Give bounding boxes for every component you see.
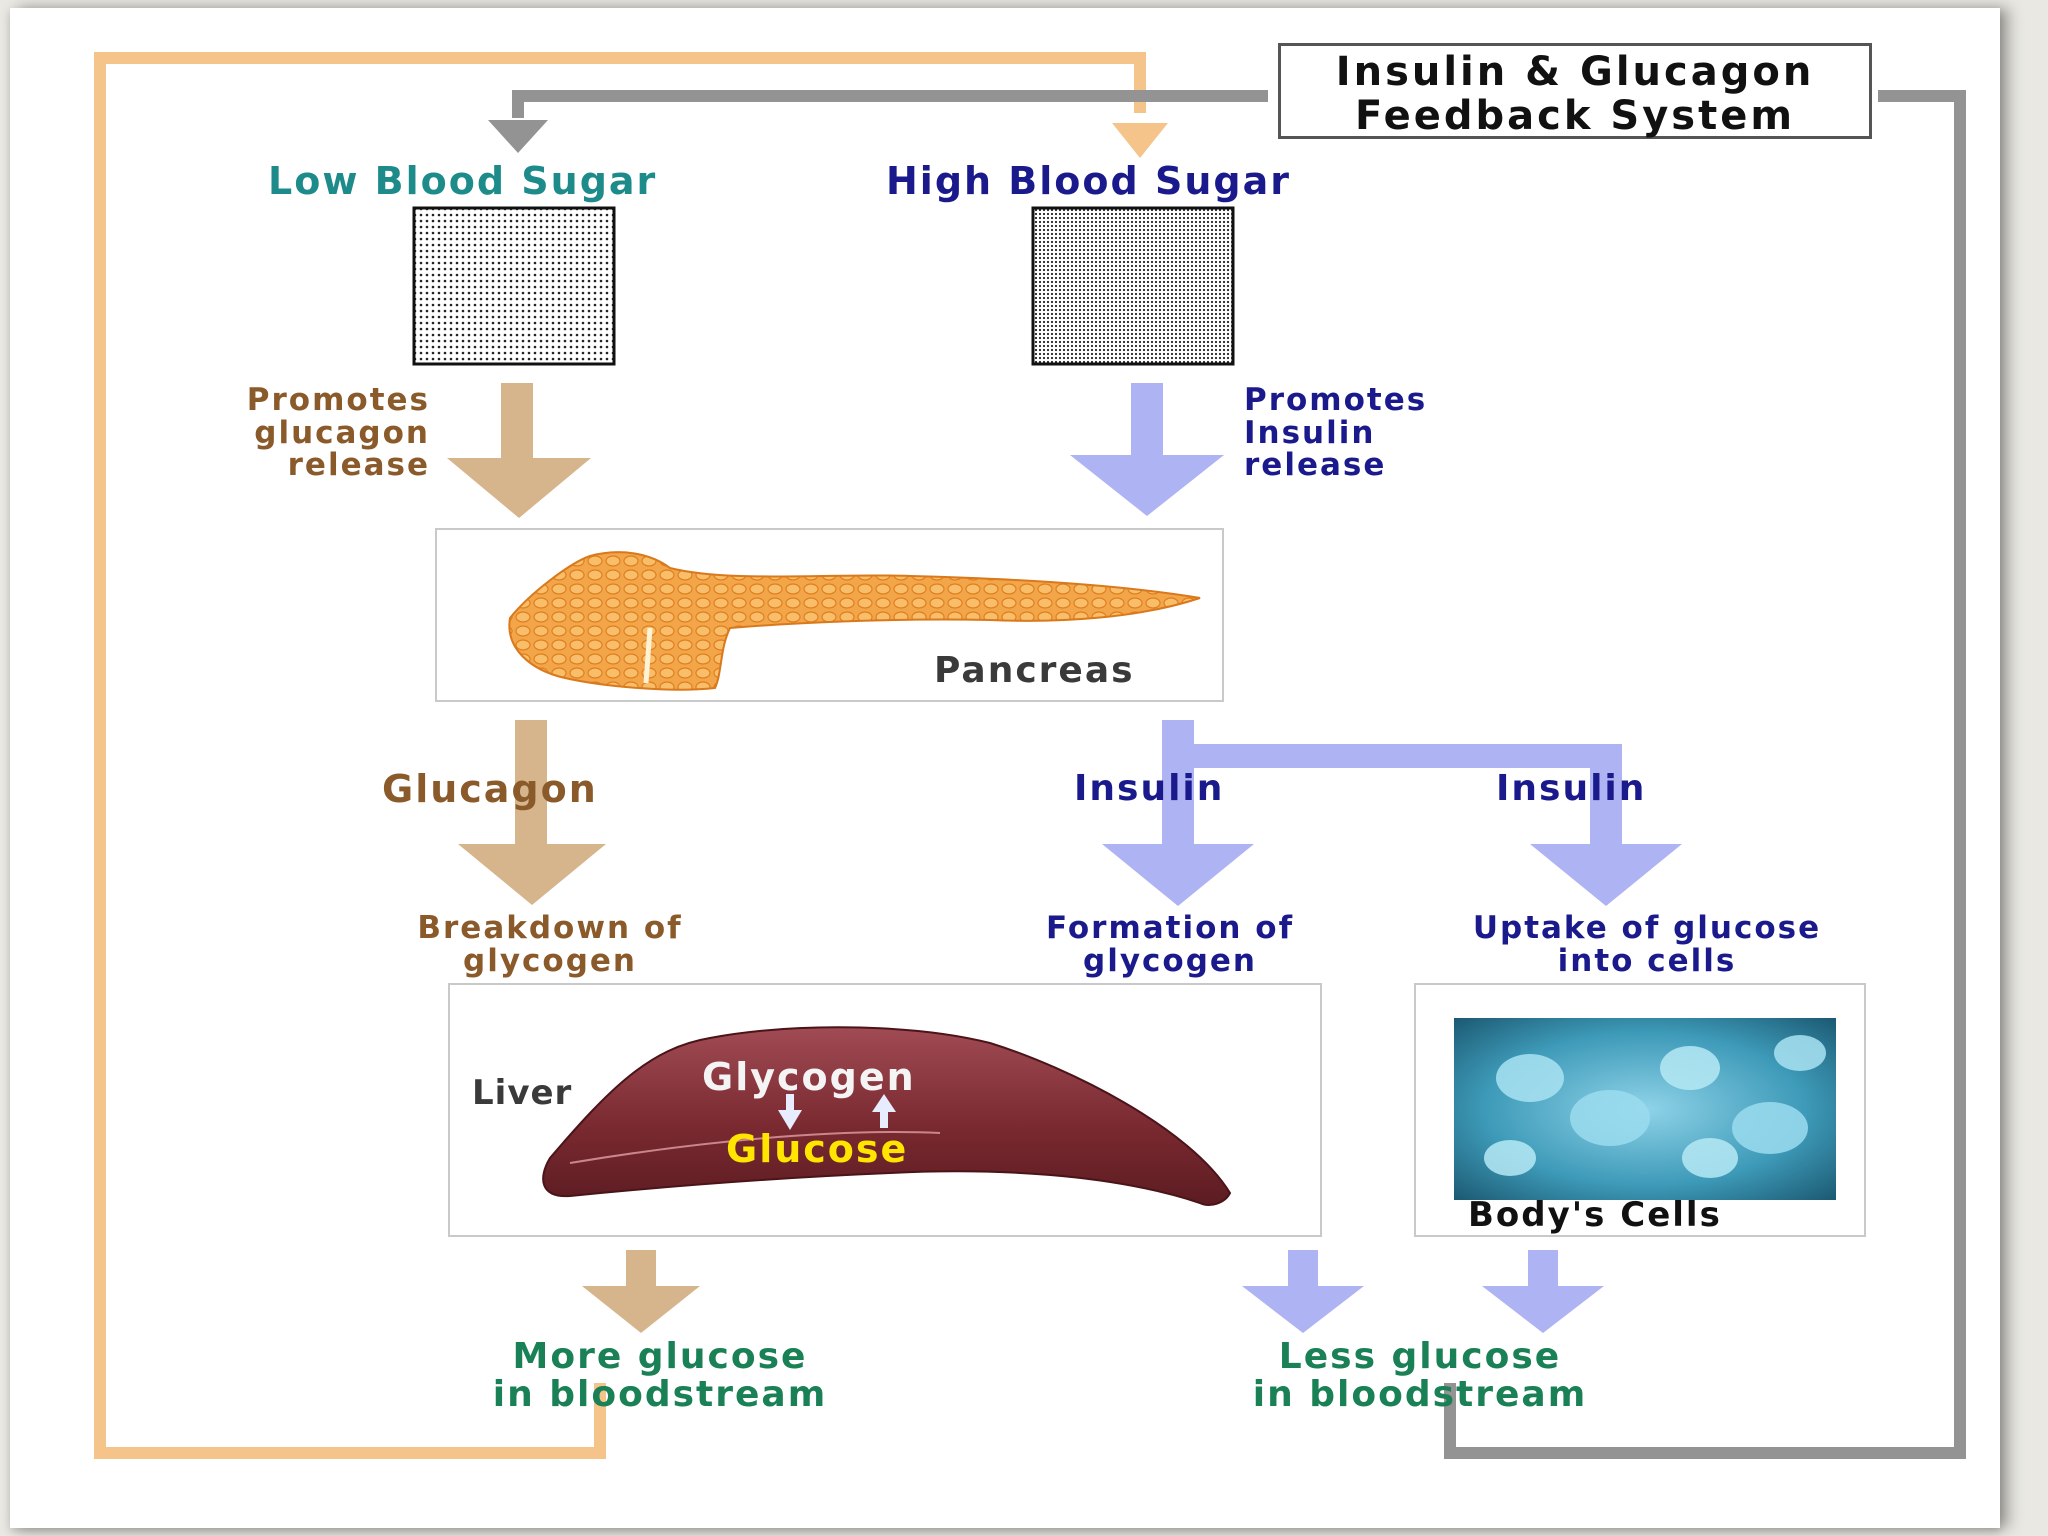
body-cells-illustration — [1454, 1018, 1836, 1200]
breakdown-line-2: glycogen — [463, 942, 637, 979]
glycogen-label: Glycogen — [702, 1055, 916, 1099]
formation-line-2: glycogen — [1083, 942, 1257, 979]
body-cells-label: Body's Cells — [1468, 1195, 1722, 1235]
more-glucose-label: More glucose in bloodstream — [410, 1338, 910, 1414]
pancreas-illustration — [508, 551, 1201, 691]
diagram-title: Insulin & Glucagon Feedback System — [1278, 43, 1872, 139]
promotes-glucagon-line-1: Promotes — [246, 382, 430, 418]
high-blood-sugar-heading: High Blood Sugar — [886, 159, 1291, 203]
insulin-label-left: Insulin — [1074, 768, 1225, 809]
more-glucose-line-2: in bloodstream — [492, 1373, 828, 1415]
breakdown-of-glycogen-label: Breakdown of glycogen — [350, 912, 750, 977]
glucose-label: Glucose — [726, 1127, 909, 1171]
uptake-of-glucose-label: Uptake of glucose into cells — [1402, 912, 1892, 977]
less-glucose-line-1: Less glucose — [1278, 1336, 1562, 1377]
grey-feedback-loop — [1444, 90, 1966, 1459]
slide: Insulin & Glucagon Feedback System Low B… — [10, 8, 2000, 1528]
less-glucose-arrow-left — [1242, 1250, 1364, 1333]
promotes-glucagon-line-3: release — [287, 447, 430, 484]
more-glucose-line-1: More glucose — [512, 1336, 808, 1377]
promotes-insulin-line-1: Promotes — [1244, 382, 1428, 418]
promotes-glucagon-label: Promotes glucagon release — [160, 384, 430, 482]
insulin-branch-arrows — [1102, 720, 1682, 906]
body-cells-box — [1414, 983, 1866, 1237]
diagram-canvas — [94, 52, 1966, 1459]
glucagon-label: Glucagon — [382, 767, 598, 811]
low-sugar-dots-box — [412, 206, 616, 366]
grey-feedback-line-top — [512, 90, 1268, 118]
promotes-glucagon-line-2: glucagon — [254, 414, 430, 451]
promotes-insulin-line-3: release — [1244, 447, 1387, 484]
uptake-line-1: Uptake of glucose — [1472, 910, 1822, 946]
promotes-insulin-arrow — [1070, 383, 1224, 516]
liver-box — [448, 983, 1322, 1237]
more-glucose-arrow — [582, 1250, 700, 1333]
liver-illustration — [542, 1026, 1232, 1206]
uptake-line-2: into cells — [1557, 942, 1737, 979]
promotes-insulin-line-2: Insulin — [1244, 414, 1376, 451]
pancreas-box — [435, 528, 1224, 702]
orange-loop-arrowhead — [1112, 123, 1168, 158]
less-glucose-arrow-right — [1482, 1250, 1604, 1333]
high-sugar-dots-box — [1031, 206, 1235, 366]
less-glucose-label: Less glucose in bloodstream — [1170, 1338, 1670, 1414]
insulin-label-right: Insulin — [1496, 768, 1647, 809]
promotes-glucagon-arrow — [447, 383, 591, 518]
formation-of-glycogen-label: Formation of glycogen — [970, 912, 1370, 977]
formation-line-1: Formation of — [1045, 910, 1295, 946]
low-blood-sugar-heading: Low Blood Sugar — [268, 159, 658, 203]
promotes-insulin-label: Promotes Insulin release — [1244, 384, 1427, 482]
title-line-2: Feedback System — [1354, 93, 1796, 139]
breakdown-line-1: Breakdown of — [417, 910, 683, 946]
pancreas-label: Pancreas — [934, 650, 1135, 691]
liver-label: Liver — [472, 1073, 573, 1113]
glucagon-arrow — [458, 720, 606, 905]
title-line-1: Insulin & Glucagon — [1335, 49, 1815, 95]
less-glucose-line-2: in bloodstream — [1252, 1373, 1588, 1415]
orange-feedback-loop — [94, 52, 1146, 1459]
grey-loop-arrowhead — [488, 120, 548, 153]
